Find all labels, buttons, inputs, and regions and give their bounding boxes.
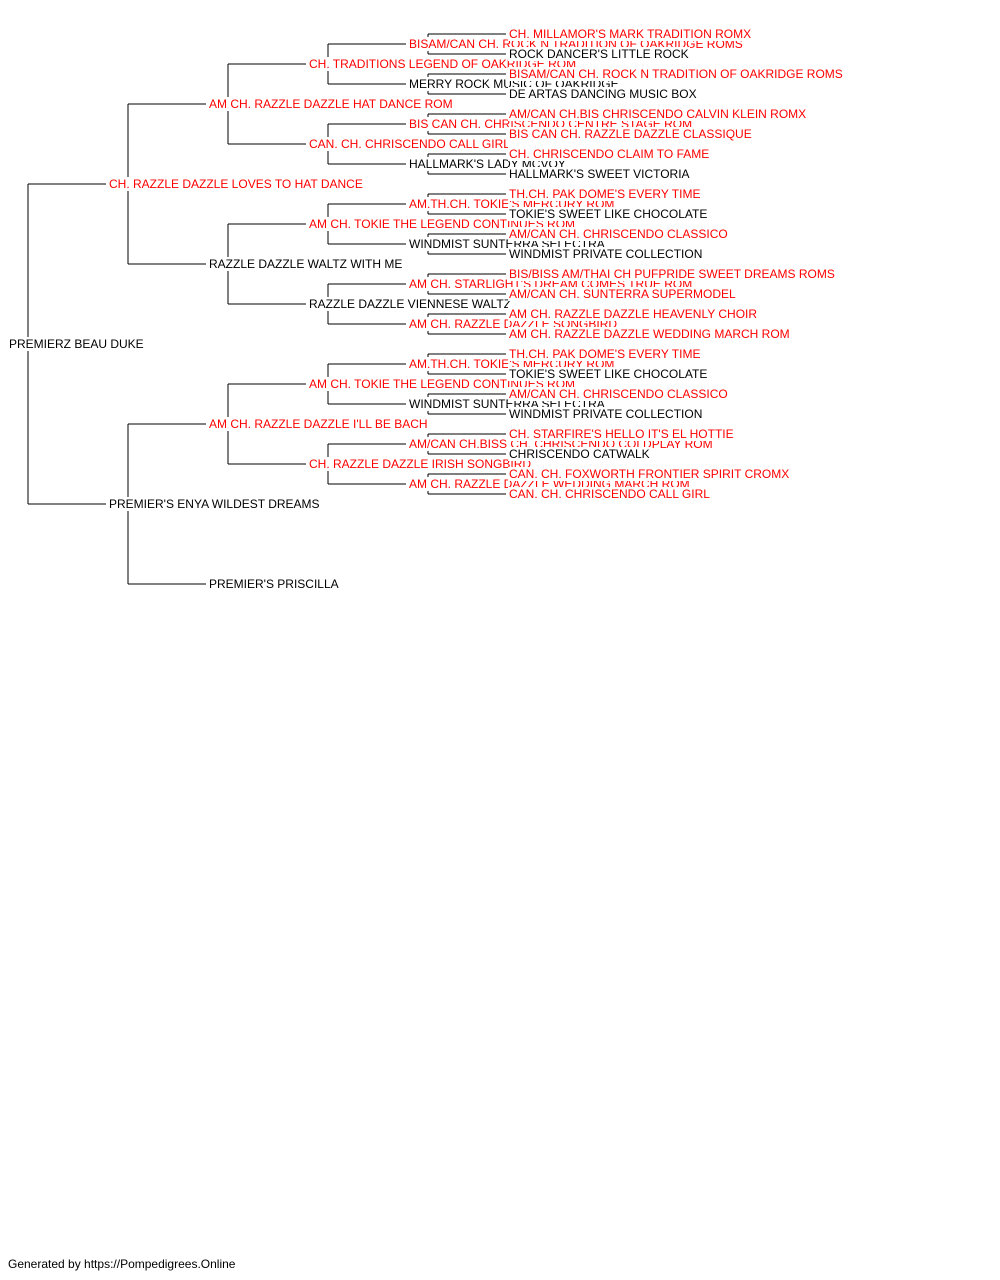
ancestor-name: DE ARTAS DANCING MUSIC BOX [508,87,698,101]
ancestor-name: CH. RAZZLE DAZZLE IRISH SONGBIRD [308,457,533,471]
ancestor-name: AM/CAN CH. SUNTERRA SUPERMODEL [508,287,737,301]
ancestor-name: AM CH. RAZZLE DAZZLE WEDDING MARCH ROM [508,327,791,341]
ancestor-name: RAZZLE DAZZLE VIENNESE WALTZ [308,297,513,311]
ancestor-name: AM CH. RAZZLE DAZZLE HAT DANCE ROM [208,97,454,111]
ancestor-name: BIS/BISS AM/THAI CH PUFPRIDE SWEET DREAM… [508,267,836,281]
ancestor-name: CHRISCENDO CATWALK [508,447,651,461]
ancestor-name: TH.CH. PAK DOME'S EVERY TIME [508,347,702,361]
generated-by-footer: Generated by https://Pompedigrees.Online [8,1257,236,1271]
ancestor-name: AM/CAN CH.BIS CHRISCENDO CALVIN KLEIN RO… [508,107,808,121]
ancestor-name: TOKIE'S SWEET LIKE CHOCOLATE [508,367,709,381]
ancestor-name: CAN. CH. FOXWORTH FRONTIER SPIRIT CROMX [508,467,791,481]
ancestor-name: ROCK DANCER'S LITTLE ROCK [508,47,690,61]
ancestor-name: CH. MILLAMOR'S MARK TRADITION ROMX [508,27,753,41]
ancestor-name: HALLMARK'S SWEET VICTORIA [508,167,691,181]
ancestor-name: RAZZLE DAZZLE WALTZ WITH ME [208,257,404,271]
ancestor-name: AM/CAN CH. CHRISCENDO CLASSICO [508,227,729,241]
ancestor-name: PREMIER'S ENYA WILDEST DREAMS [108,497,321,511]
ancestor-name: AM/CAN CH. CHRISCENDO CLASSICO [508,387,729,401]
ancestor-name: TH.CH. PAK DOME'S EVERY TIME [508,187,702,201]
ancestor-name: PREMIER'S PRISCILLA [208,577,340,591]
ancestor-name: WINDMIST PRIVATE COLLECTION [508,407,704,421]
ancestor-name: CAN. CH. CHRISCENDO CALL GIRL [308,137,511,151]
ancestor-name: TOKIE'S SWEET LIKE CHOCOLATE [508,207,709,221]
ancestor-name: CH. STARFIRE'S HELLO IT'S EL HOTTIE [508,427,735,441]
ancestor-name: BIS CAN CH. RAZZLE DAZZLE CLASSIQUE [508,127,753,141]
ancestor-name: WINDMIST PRIVATE COLLECTION [508,247,704,261]
subject-dog-name: PREMIERZ BEAU DUKE [8,337,145,351]
ancestor-name: CAN. CH. CHRISCENDO CALL GIRL [508,487,711,501]
ancestor-name: CH. RAZZLE DAZZLE LOVES TO HAT DANCE [108,177,364,191]
ancestor-name: BISAM/CAN CH. ROCK N TRADITION OF OAKRID… [508,67,844,81]
ancestor-name: AM CH. RAZZLE DAZZLE HEAVENLY CHOIR [508,307,759,321]
ancestor-name: CH. CHRISCENDO CLAIM TO FAME [508,147,711,161]
ancestor-name: AM CH. RAZZLE DAZZLE I'LL BE BACH [208,417,429,431]
